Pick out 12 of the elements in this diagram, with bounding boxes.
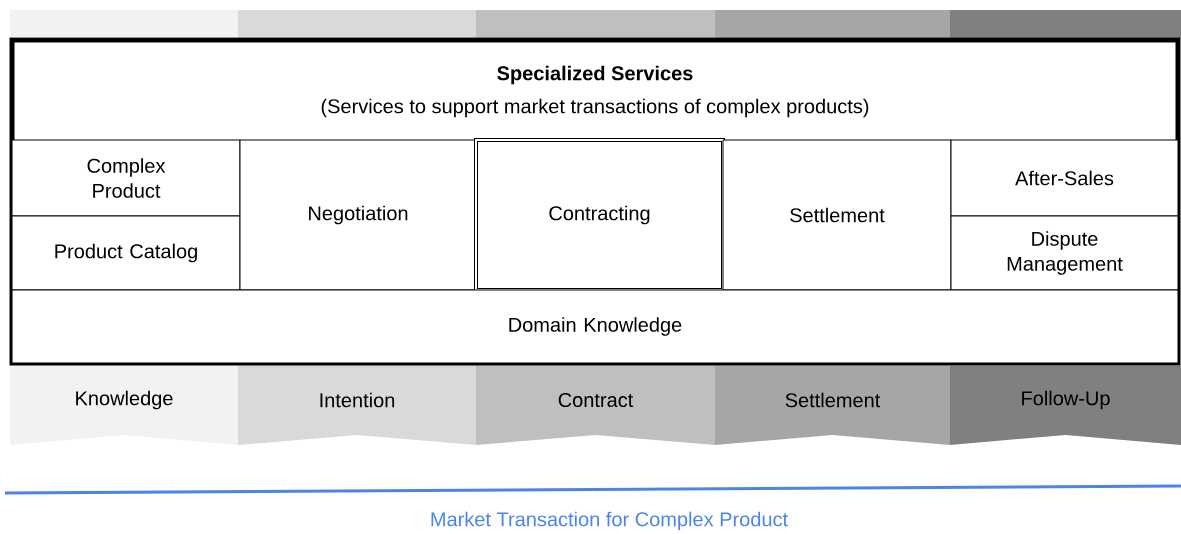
service-cell: After-Sales xyxy=(950,139,1179,217)
caption: Market Transaction for Complex Product xyxy=(431,511,788,531)
phase-band: Knowledge xyxy=(10,365,238,445)
service-cell: Product Catalog xyxy=(11,215,241,291)
phase-band: Intention xyxy=(238,365,476,445)
node-label: Follow-Up xyxy=(1022,390,1110,410)
phase-band: Follow-Up xyxy=(950,365,1181,445)
service-cell: Complex Product xyxy=(11,139,241,217)
service-cell: Contracting xyxy=(474,138,725,292)
phase-band: Contract xyxy=(476,365,715,445)
phase-band: Settlement xyxy=(715,365,950,445)
service-cell: Dispute Management xyxy=(950,215,1179,291)
